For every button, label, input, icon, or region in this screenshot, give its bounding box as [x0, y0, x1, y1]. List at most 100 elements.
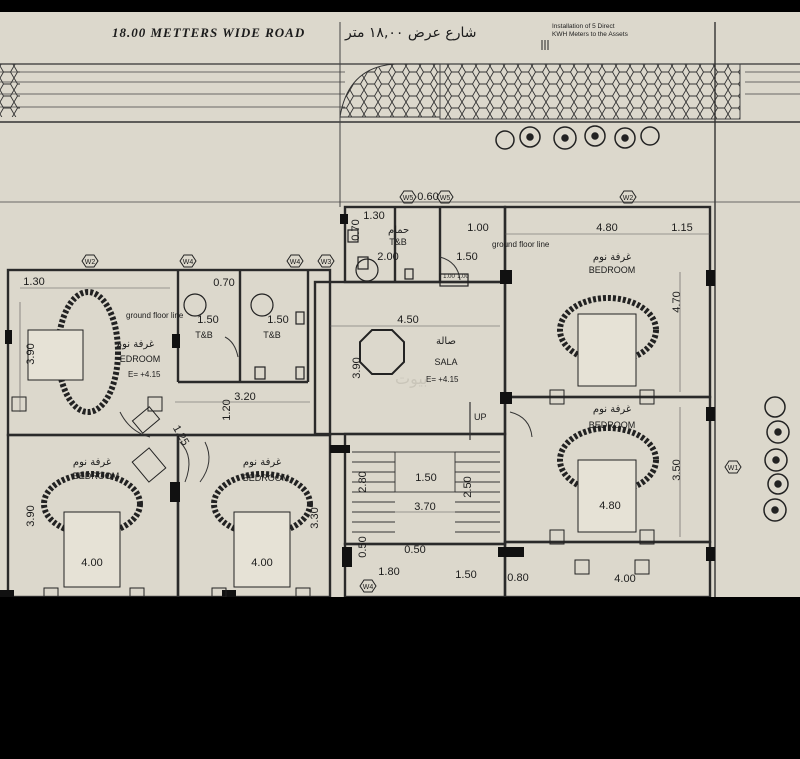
- sala-label-ar: صالة: [436, 336, 456, 347]
- svg-text:1.50: 1.50: [197, 314, 218, 326]
- bed-left: [27, 289, 121, 415]
- svg-text:W4: W4: [290, 259, 301, 266]
- svg-text:1.50: 1.50: [455, 569, 476, 581]
- svg-text:0.80: 0.80: [507, 572, 528, 584]
- window-tag: W4: [359, 579, 377, 593]
- svg-text:4.00: 4.00: [251, 557, 272, 569]
- svg-text:1.50: 1.50: [415, 472, 436, 484]
- svg-text:3.50: 3.50: [671, 459, 683, 480]
- floor-plan-drawing: 18.00 METTERS WIDE ROAD شارع عرض ١٨,٠٠ م…: [0, 22, 800, 597]
- note-line1: Installation of 5 Direct: [552, 23, 615, 30]
- svg-text:3.90: 3.90: [351, 357, 363, 378]
- svg-text:3.30: 3.30: [309, 507, 321, 528]
- svg-text:1.30: 1.30: [363, 210, 384, 222]
- svg-text:1.30: 1.30: [23, 276, 44, 288]
- svg-text:3.90: 3.90: [25, 343, 37, 364]
- svg-text:0.50: 0.50: [404, 544, 425, 556]
- svg-text:3.70: 3.70: [414, 501, 435, 513]
- sala-table: [359, 329, 405, 375]
- bath-label-mid: T&B: [263, 330, 281, 340]
- svg-text:1.00: 1.00: [457, 274, 469, 280]
- bedroom-label-bl-ar: غرفة نوم: [73, 457, 111, 468]
- dimension-lines: [19, 233, 710, 537]
- walls: [6, 205, 712, 597]
- bed-bottom-middle: [211, 471, 313, 588]
- bed-mid-right: [557, 425, 659, 533]
- hex-paving-curve: [339, 63, 441, 118]
- svg-text:1.00: 1.00: [467, 222, 488, 234]
- note-line2: KWH Meters to the Assets: [552, 31, 629, 38]
- bath-fixtures: [183, 229, 469, 380]
- svg-text:1.15: 1.15: [671, 222, 692, 234]
- bedroom-label-left-ar: غرفة نوم: [116, 339, 154, 350]
- svg-text:4.80: 4.80: [596, 222, 617, 234]
- floor-plan: 18.00 METTERS WIDE ROAD شارع عرض ١٨,٠٠ م…: [0, 12, 800, 597]
- svg-text:W2: W2: [85, 259, 96, 266]
- svg-text:0.70: 0.70: [213, 277, 234, 289]
- watermark: بيوت: [395, 369, 428, 389]
- svg-text:W3: W3: [321, 259, 332, 266]
- svg-text:3.20: 3.20: [234, 391, 255, 403]
- svg-text:0.50: 0.50: [357, 536, 369, 557]
- svg-text:4.70: 4.70: [671, 291, 683, 312]
- bedroom-label-bm: BEDROOM: [243, 473, 290, 483]
- svg-text:W4: W4: [183, 259, 194, 266]
- hex-paving-left: [0, 64, 20, 117]
- svg-text:W4: W4: [363, 584, 374, 591]
- window-tags: W5 W5 W2 W2 W4: [81, 190, 742, 593]
- up-label: UP: [474, 412, 487, 422]
- svg-text:1.20: 1.20: [221, 399, 233, 420]
- svg-text:W2: W2: [623, 195, 634, 202]
- svg-text:0.60: 0.60: [417, 191, 438, 203]
- svg-text:4.00: 4.00: [81, 557, 102, 569]
- svg-text:1.80: 1.80: [378, 566, 399, 578]
- ground-floor-line-left: ground floor line: [126, 311, 184, 320]
- bath-label-top: T&B: [389, 237, 407, 247]
- window-tag: W4: [286, 254, 304, 268]
- bedroom-label-left: EDROOM: [120, 354, 161, 364]
- doors: [119, 256, 533, 483]
- svg-text:W5: W5: [440, 195, 451, 202]
- svg-text:W5: W5: [403, 195, 414, 202]
- dimension-labels: 1.30 0.60 1.00 4.80 1.15 0.70 2.00 1.50 …: [23, 191, 692, 585]
- svg-text:0.70: 0.70: [350, 219, 362, 240]
- window-tag: W5: [436, 190, 454, 204]
- room-labels: غرفة نوم BEDROOM غرفة نوم BEDROOM غرفة ن…: [73, 225, 636, 483]
- svg-text:4.80: 4.80: [599, 500, 620, 512]
- window-tag: W2: [619, 190, 637, 204]
- level-left: E= +4.15: [128, 370, 161, 379]
- side-tables: [11, 389, 655, 597]
- sala-label: SALA: [434, 357, 457, 367]
- svg-text:1.00: 1.00: [443, 274, 455, 280]
- road-title-arabic: شارع عرض ١٨,٠٠ متر: [344, 25, 476, 41]
- road-title-english: 18.00 METTERS WIDE ROAD: [112, 25, 305, 40]
- bath-label-top-ar: حمام: [388, 225, 409, 236]
- columns: [0, 214, 715, 597]
- bed-bottom-left: [41, 471, 143, 588]
- svg-text:4.00: 4.00: [614, 573, 635, 585]
- svg-text:1.50: 1.50: [267, 314, 288, 326]
- svg-text:2.00: 2.00: [377, 251, 398, 263]
- svg-text:2.80: 2.80: [357, 471, 369, 492]
- hex-paving-right: [440, 64, 740, 119]
- window-tag: W3: [317, 254, 335, 268]
- svg-text:2.50: 2.50: [462, 476, 474, 497]
- svg-text:W1: W1: [728, 465, 739, 472]
- svg-text:3.90: 3.90: [25, 505, 37, 526]
- bedroom-label-top-right: BEDROOM: [589, 265, 636, 275]
- window-tag: W5: [399, 190, 417, 204]
- window-tag: W4: [179, 254, 197, 268]
- svg-text:1.50: 1.50: [456, 251, 477, 263]
- level-sala: E= +4.15: [426, 375, 459, 384]
- bedroom-label-mid-right: BEDROOM: [589, 420, 636, 430]
- ground-floor-line-right: ground floor line: [492, 240, 550, 249]
- bedroom-label-bl: BEDROOM: [73, 471, 120, 481]
- bed-top-right: [557, 295, 659, 387]
- bath-label-left: T&B: [195, 330, 213, 340]
- staircase: [352, 402, 500, 533]
- shrubs-top: [495, 125, 660, 150]
- meter-bars: [541, 40, 549, 50]
- svg-text:4.50: 4.50: [397, 314, 418, 326]
- bedroom-label-bm-ar: غرفة نوم: [243, 457, 281, 468]
